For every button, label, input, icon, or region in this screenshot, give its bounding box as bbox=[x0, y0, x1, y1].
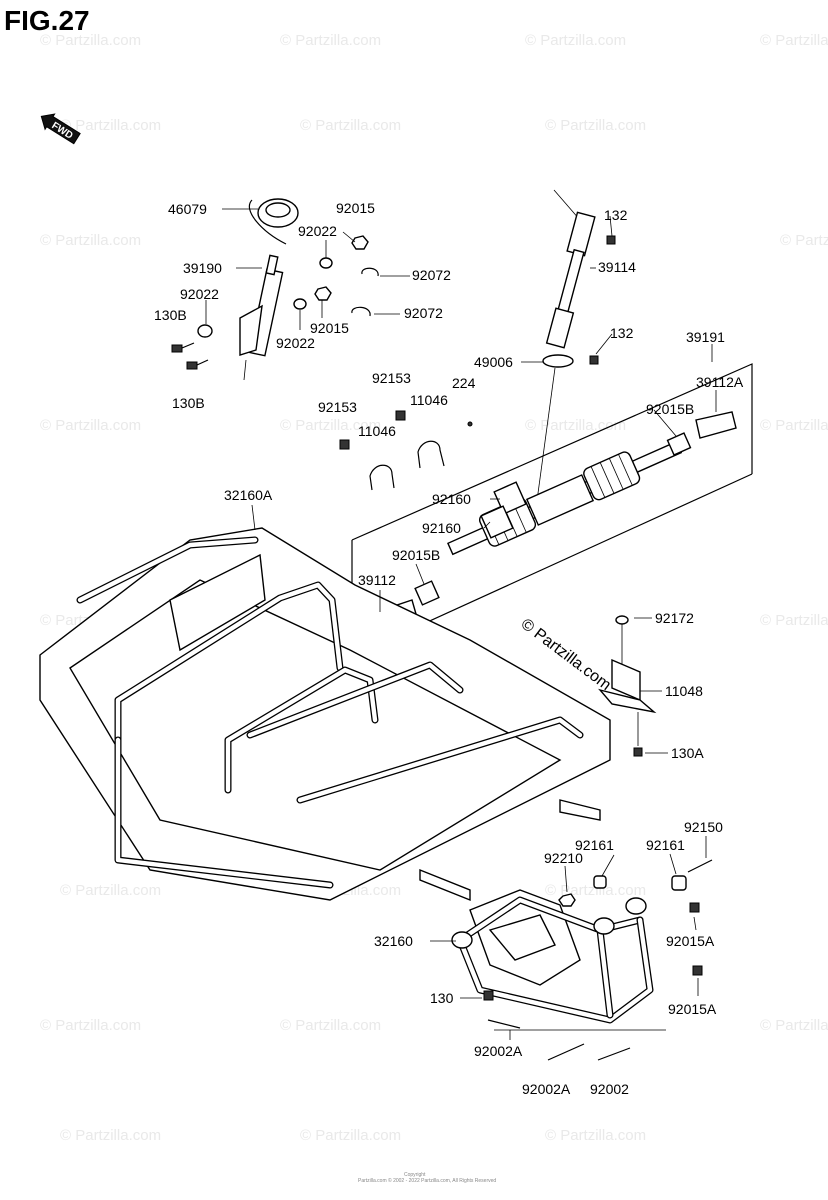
callout-49006: 49006 bbox=[474, 354, 513, 370]
callout-11048: 11048 bbox=[665, 683, 703, 699]
callout-46079: 46079 bbox=[168, 201, 207, 217]
callout-39190: 39190 bbox=[183, 260, 222, 276]
watermark: © Partzilla.com bbox=[760, 1017, 828, 1034]
watermark: © Partzilla.com bbox=[40, 232, 141, 249]
callout-92150: 92150 bbox=[684, 819, 723, 835]
callout-11046: 11046 bbox=[358, 423, 396, 439]
callout-92161: 92161 bbox=[646, 837, 685, 853]
callout-labels: 46079 92015 92022 39190 92072 92022 9207… bbox=[154, 200, 744, 1097]
callout-39112A: 39112A bbox=[696, 374, 744, 390]
watermark: © Partzilla.com bbox=[60, 117, 161, 134]
callout-32160: 32160 bbox=[374, 933, 413, 949]
callout-130A: 130A bbox=[671, 745, 704, 761]
callout-132: 132 bbox=[604, 207, 628, 223]
watermark: © Partzilla.com bbox=[280, 1017, 381, 1034]
watermark: © Partzilla.com bbox=[300, 117, 401, 134]
callout-92210: 92210 bbox=[544, 850, 583, 866]
callout-92022: 92022 bbox=[298, 223, 337, 239]
watermark: © Partzilla.com bbox=[525, 417, 626, 434]
watermark: © Partzilla.com bbox=[60, 1127, 161, 1144]
watermark: © Partzilla.com bbox=[760, 417, 828, 434]
front-guard bbox=[451, 859, 713, 1061]
callout-92015B: 92015B bbox=[392, 547, 440, 563]
watermark: © Partzilla.com bbox=[760, 32, 828, 49]
watermark: © Partzilla.com bbox=[300, 1127, 401, 1144]
callout-92022: 92022 bbox=[276, 335, 315, 351]
watermark: © Partzilla.com bbox=[545, 117, 646, 134]
callout-11046: 11046 bbox=[410, 392, 448, 408]
callout-130B: 130B bbox=[172, 395, 205, 411]
watermark: © Partzilla.com bbox=[40, 417, 141, 434]
watermark: © Partzilla.com bbox=[60, 882, 161, 899]
watermark: © Partzilla.com bbox=[760, 612, 828, 629]
copyright-line-1: Copyright bbox=[404, 1172, 426, 1178]
callout-92015A: 92015A bbox=[666, 933, 715, 949]
callout-130: 130 bbox=[430, 990, 454, 1006]
callout-92160: 92160 bbox=[432, 491, 471, 507]
callout-92022: 92022 bbox=[180, 286, 219, 302]
callout-130B: 130B bbox=[154, 307, 187, 323]
callout-92002A: 92002A bbox=[522, 1081, 571, 1097]
callout-32160A: 32160A bbox=[224, 487, 273, 503]
callout-92015: 92015 bbox=[310, 320, 349, 336]
watermark: © Partzilla.com bbox=[280, 417, 381, 434]
callout-132: 132 bbox=[610, 325, 634, 341]
steering-column-group bbox=[171, 198, 379, 381]
watermark: © Partzilla.com bbox=[545, 1127, 646, 1144]
copyright-line-2: Partzilla.com © 2002 - 2022 Partzilla.co… bbox=[358, 1177, 496, 1184]
callout-92160: 92160 bbox=[422, 520, 461, 536]
figure-title: FIG.27 bbox=[4, 5, 90, 36]
callout-39191: 39191 bbox=[686, 329, 725, 345]
callout-92015B: 92015B bbox=[646, 401, 694, 417]
callout-224: 224 bbox=[452, 375, 476, 391]
callout-92015A: 92015A bbox=[668, 1001, 717, 1017]
watermark: © Partzilla.com bbox=[525, 32, 626, 49]
callout-92153: 92153 bbox=[318, 399, 357, 415]
watermark: © Partzilla.com bbox=[40, 1017, 141, 1034]
callout-92002A: 92002A bbox=[474, 1043, 523, 1059]
callout-92072: 92072 bbox=[404, 305, 443, 321]
callout-92172: 92172 bbox=[655, 610, 694, 626]
callout-92015: 92015 bbox=[336, 200, 375, 216]
steering-shaft-group bbox=[535, 189, 616, 509]
main-frame bbox=[39, 504, 611, 902]
callout-92161: 92161 bbox=[575, 837, 614, 853]
callout-39112: 39112 bbox=[358, 572, 396, 588]
watermark: © Partzilla.com bbox=[40, 32, 141, 49]
watermark: © Partzilla.com bbox=[280, 32, 381, 49]
watermark: © Partzilla.com bbox=[780, 232, 828, 249]
callout-39114: 39114 bbox=[598, 259, 636, 275]
callout-92072: 92072 bbox=[412, 267, 451, 283]
steering-rack-group bbox=[339, 363, 753, 651]
bracket-group bbox=[598, 615, 657, 757]
leader-lines bbox=[205, 208, 717, 1040]
callout-92002: 92002 bbox=[590, 1081, 629, 1097]
callout-92153: 92153 bbox=[372, 370, 411, 386]
